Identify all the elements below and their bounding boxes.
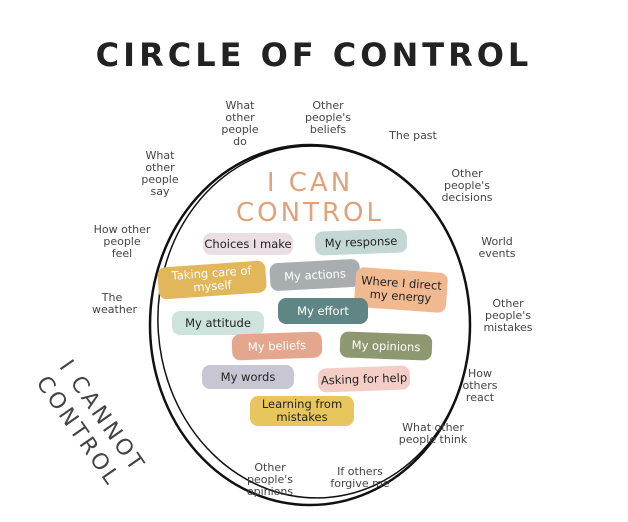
cannot-control-item: How other people feel [93, 223, 151, 260]
can-control-item: My words [202, 365, 294, 389]
page-title: CIRCLE OF CONTROL [95, 36, 533, 74]
cannot-control-item: If others forgive me [330, 465, 390, 490]
can-control-item: My response [314, 228, 408, 256]
can-control-item: My actions [269, 258, 361, 292]
can-control-item: Choices I make [203, 233, 293, 255]
cannot-control-item: Other people's opinions [246, 461, 294, 498]
heading-line: I CAN [266, 168, 354, 198]
cannot-control-item: The weather [92, 291, 138, 316]
cannot-control-item: World events [478, 235, 516, 260]
can-control-item: My attitude [172, 311, 264, 335]
can-control-item: Asking for help [317, 365, 411, 393]
i-can-control-heading: I CAN CONTROL [200, 168, 420, 228]
cannot-control-item: Other people's mistakes [483, 297, 533, 334]
cannot-control-item: What other people do [221, 99, 259, 148]
can-control-item: My effort [278, 298, 368, 324]
cannot-control-item: Other people's beliefs [304, 99, 352, 136]
cannot-control-item: The past [389, 129, 437, 142]
heading-line: CONTROL [236, 198, 384, 228]
cannot-control-item: What other people say [141, 149, 179, 198]
cannot-control-item: What other people think [398, 421, 468, 446]
cannot-control-item: Other people's decisions [441, 167, 493, 204]
can-control-item: My opinions [339, 331, 433, 361]
can-control-item: My beliefs [231, 331, 323, 361]
cannot-control-item: How others react [462, 367, 498, 404]
can-control-item: Learning from mistakes [250, 396, 354, 426]
